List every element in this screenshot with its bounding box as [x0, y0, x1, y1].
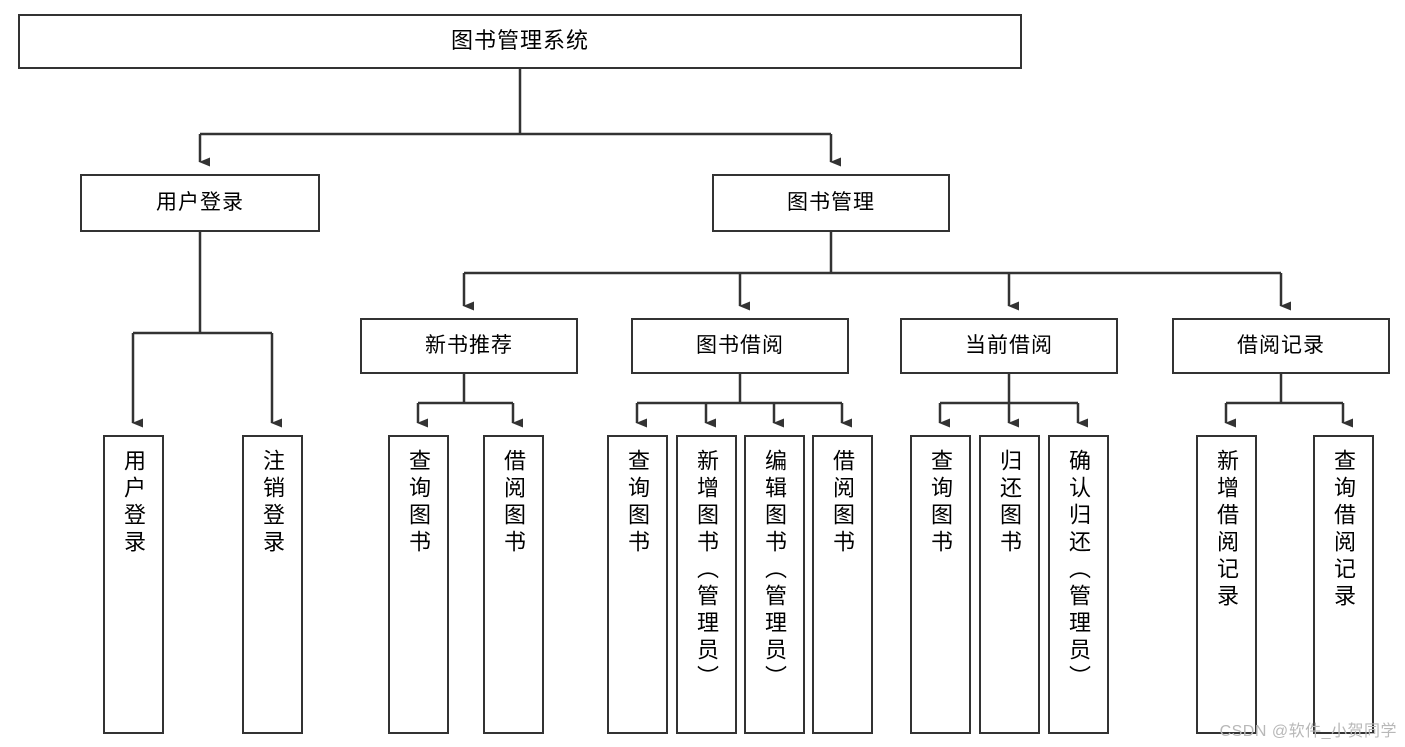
node-leaf-query-record-label: 查询借阅记录	[1331, 449, 1357, 611]
node-leaf-confirm-return[interactable]: 确认归还（管理员）	[1048, 435, 1109, 734]
node-book-borrow-label: 图书借阅	[696, 334, 784, 358]
node-leaf-return-book-label: 归还图书	[997, 449, 1023, 557]
node-leaf-add-book[interactable]: 新增图书（管理员）	[676, 435, 737, 734]
node-leaf-query-book-3[interactable]: 查询图书	[910, 435, 971, 734]
node-borrow-record-label: 借阅记录	[1237, 334, 1325, 358]
node-leaf-query-record[interactable]: 查询借阅记录	[1313, 435, 1374, 734]
node-root-label: 图书管理系统	[450, 28, 589, 54]
csdn-watermark: CSDN @软件_小贺同学	[1219, 723, 1397, 740]
node-leaf-user-login[interactable]: 用户登录	[103, 435, 164, 734]
node-leaf-add-record-label: 新增借阅记录	[1214, 449, 1240, 611]
node-new-book-recommend[interactable]: 新书推荐	[360, 318, 578, 374]
node-leaf-borrow-book-1-label: 借阅图书	[501, 449, 527, 557]
node-leaf-confirm-return-label: 确认归还（管理员）	[1066, 449, 1092, 692]
node-leaf-borrow-book-2[interactable]: 借阅图书	[812, 435, 873, 734]
node-leaf-add-book-label: 新增图书（管理员）	[694, 449, 720, 692]
node-current-borrow[interactable]: 当前借阅	[900, 318, 1118, 374]
node-leaf-edit-book[interactable]: 编辑图书（管理员）	[744, 435, 805, 734]
node-current-borrow-label: 当前借阅	[965, 334, 1053, 358]
node-leaf-user-login-label: 用户登录	[121, 449, 147, 557]
node-new-book-recommend-label: 新书推荐	[425, 334, 513, 358]
node-leaf-add-record[interactable]: 新增借阅记录	[1196, 435, 1257, 734]
node-book-manage-label: 图书管理	[787, 191, 875, 215]
node-leaf-borrow-book-1[interactable]: 借阅图书	[483, 435, 544, 734]
node-leaf-query-book-1-label: 查询图书	[406, 449, 432, 557]
node-leaf-query-book-3-label: 查询图书	[928, 449, 954, 557]
node-leaf-return-book[interactable]: 归还图书	[979, 435, 1040, 734]
node-book-manage[interactable]: 图书管理	[712, 174, 950, 232]
node-user-login-label: 用户登录	[156, 191, 244, 215]
node-book-borrow[interactable]: 图书借阅	[631, 318, 849, 374]
node-root[interactable]: 图书管理系统	[18, 14, 1022, 69]
node-leaf-borrow-book-2-label: 借阅图书	[830, 449, 856, 557]
node-leaf-query-book-2-label: 查询图书	[625, 449, 651, 557]
node-user-login[interactable]: 用户登录	[80, 174, 320, 232]
node-leaf-user-logout[interactable]: 注销登录	[242, 435, 303, 734]
node-leaf-query-book-2[interactable]: 查询图书	[607, 435, 668, 734]
node-leaf-edit-book-label: 编辑图书（管理员）	[762, 449, 788, 692]
node-leaf-query-book-1[interactable]: 查询图书	[388, 435, 449, 734]
node-leaf-user-logout-label: 注销登录	[260, 449, 286, 557]
node-borrow-record[interactable]: 借阅记录	[1172, 318, 1390, 374]
